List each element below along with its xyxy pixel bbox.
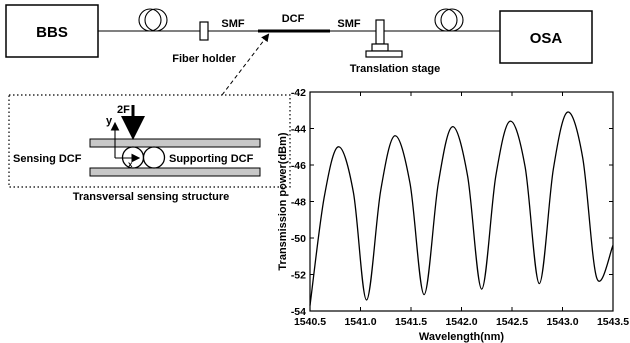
fiber-coil-right-icon	[434, 8, 464, 32]
dashed-pointer-arrow	[221, 33, 270, 96]
plot-frame	[309, 91, 614, 312]
x-tick-label: 1541.5	[395, 316, 427, 328]
translation-stage	[365, 19, 403, 58]
y-tick-label: -48	[291, 197, 306, 209]
y-axis-label: y	[106, 115, 113, 127]
inset-caption: Transversal sensing structure	[73, 191, 230, 203]
spectrum-chart: 1540.5 1541.0 1541.5 1542.0 1542.5 1543.0 1543…	[277, 87, 629, 343]
transmission-line	[309, 111, 614, 306]
y-axis-title: Transmission power(dBm)	[277, 132, 289, 270]
y-tick-label: -44	[291, 124, 306, 136]
dcf-label: DCF	[282, 13, 305, 25]
x-tick-label: 1540.5	[294, 316, 326, 328]
y-tick-label: -50	[291, 233, 306, 245]
y-tick-label: -46	[291, 160, 306, 172]
translation-stage-label: Translation stage	[350, 63, 440, 75]
sensing-dcf-label: Sensing DCF	[13, 153, 82, 165]
x-axis-title: Wavelength(nm)	[419, 331, 504, 343]
upper-plate	[89, 138, 261, 148]
smf-right-label: SMF	[337, 18, 361, 30]
x-tick-label: 1542.5	[496, 316, 528, 328]
smf-left-label: SMF	[221, 18, 245, 30]
force-label: 2F	[117, 104, 130, 116]
setup-diagram: BBS OSA Fiber holder SMF DCF SMF Transla…	[5, 4, 593, 96]
osa-box	[499, 10, 593, 64]
supporting-dcf-label: Supporting DCF	[169, 153, 254, 165]
osa-label: OSA	[530, 30, 563, 47]
y-tick-label: -42	[291, 87, 306, 99]
inset-dotted-border	[8, 94, 291, 188]
fiber-holder-label: Fiber holder	[172, 53, 236, 65]
supporting-dcf-circle	[142, 146, 166, 169]
x-axis-label: x	[128, 160, 133, 169]
fiber-coil-left-icon	[138, 8, 168, 32]
bbs-label: BBS	[36, 24, 68, 41]
fiber-holder	[199, 21, 209, 41]
x-tick-label: 1543.0	[546, 316, 578, 328]
y-tick-label: -54	[291, 306, 306, 318]
x-tick-label: 1543.5	[597, 316, 629, 328]
x-tick-label: 1541.0	[344, 316, 376, 328]
y-tick-label: -52	[291, 270, 306, 282]
x-tick-label: 1542.0	[445, 316, 477, 328]
lower-plate	[89, 167, 261, 177]
sensing-structure-inset: y x 2F Sensing DCF Supporting DCF Transv…	[8, 94, 291, 203]
bbs-box	[5, 4, 99, 58]
